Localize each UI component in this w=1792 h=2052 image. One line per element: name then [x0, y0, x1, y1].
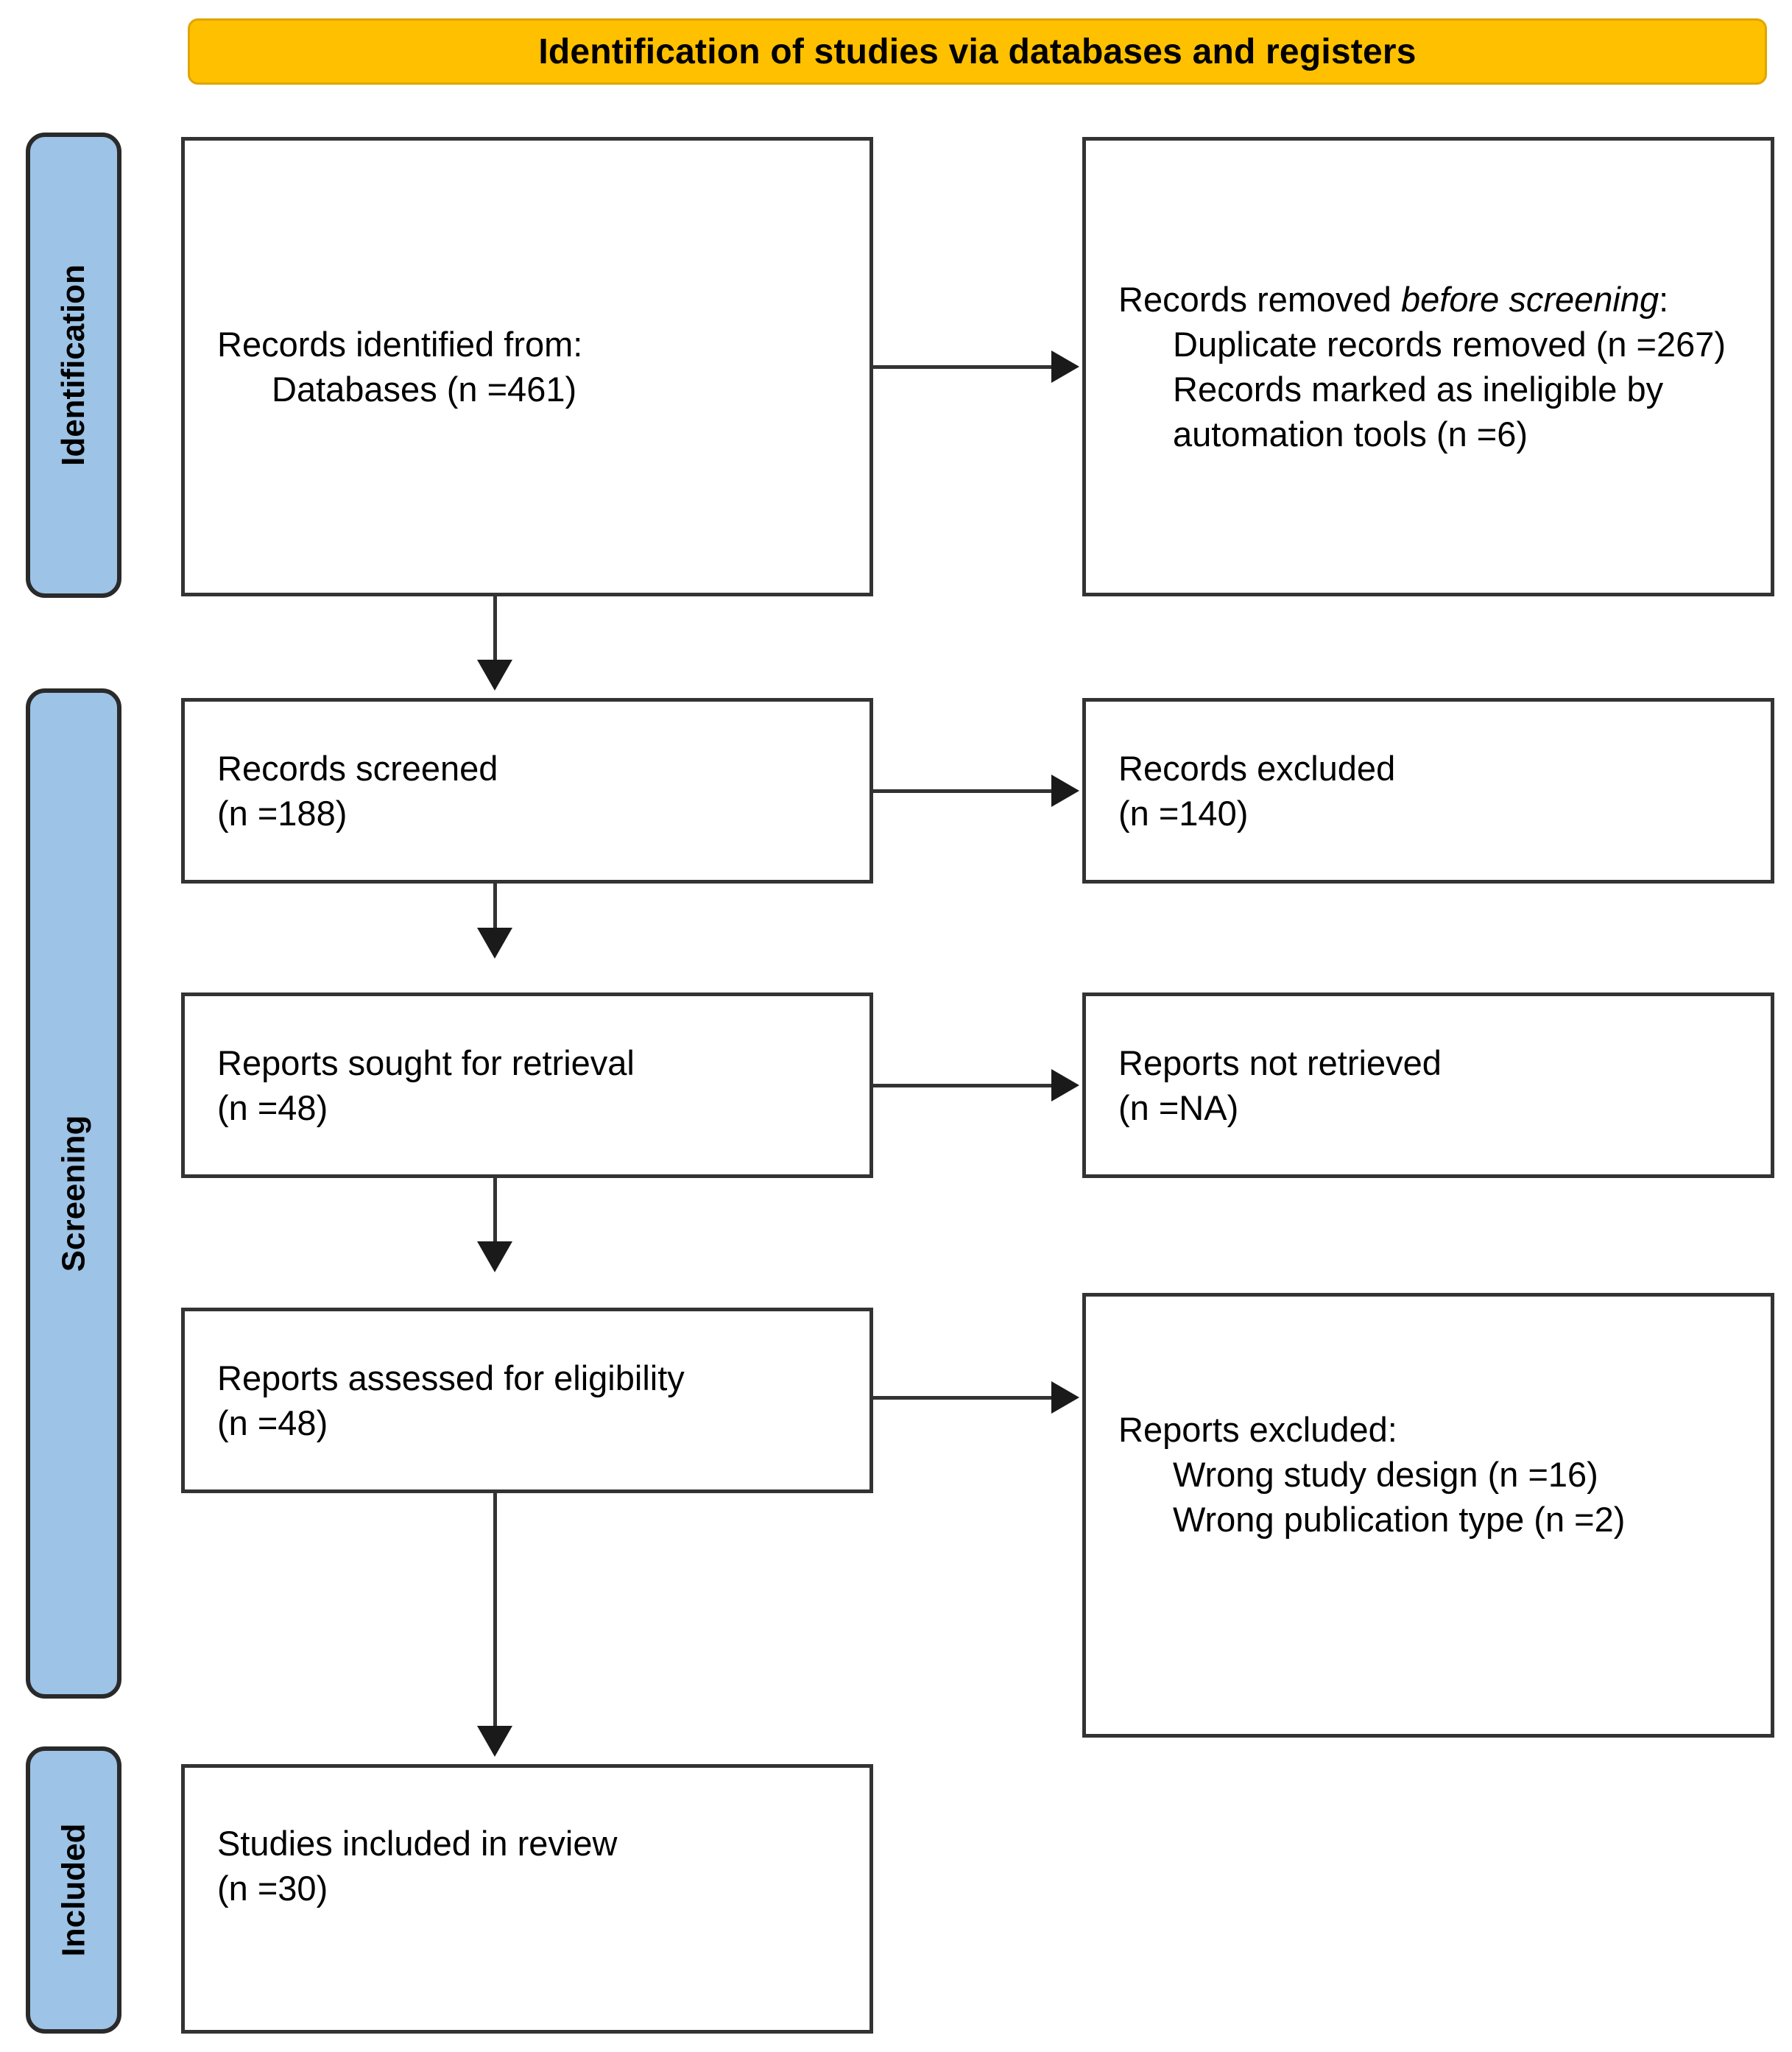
reports-assessed-line1: Reports assessed for eligibility [217, 1358, 685, 1397]
records-screened-line2: (n =188) [217, 794, 348, 833]
node-reports-not-retrieved: Reports not retrieved (n =NA) [1082, 992, 1774, 1178]
records-removed-item-automation: Records marked as ineligible by automati… [1173, 370, 1664, 454]
connector-identified-to-screened-line [493, 596, 497, 661]
connector-screened-to-sought-line [493, 884, 497, 929]
node-records-excluded-text: Records excluded (n =140) [1118, 746, 1750, 836]
connector-screened-to-excluded-arrowhead [1051, 775, 1079, 807]
connector-assessed-to-included-line [493, 1493, 497, 1727]
records-removed-heading: Records removed before screening: [1118, 277, 1750, 322]
node-records-identified: Records identified from: Databases (n =4… [181, 137, 873, 596]
reports-excluded-item-wrong-pubtype: Wrong publication type (n =2) [1173, 1500, 1626, 1540]
node-records-removed-text: Records removed before screening: Duplic… [1118, 277, 1750, 456]
records-removed-italic-screening: screening [1509, 279, 1659, 319]
connector-assessed-to-reports-excluded-line [873, 1396, 1054, 1400]
connector-identified-to-removed-line [873, 365, 1054, 369]
reports-assessed-line2: (n =48) [217, 1403, 328, 1442]
reports-excluded-heading: Reports excluded: [1118, 1410, 1397, 1449]
connector-sought-to-assessed-line [493, 1178, 497, 1243]
stage-bar-screening: Screening [26, 688, 121, 1699]
connector-sought-to-not-retrieved-line [873, 1084, 1054, 1087]
reports-sought-line1: Reports sought for retrieval [217, 1043, 635, 1082]
connector-screened-to-sought-arrowhead [477, 928, 512, 959]
studies-included-line1: Studies included in review [217, 1824, 618, 1863]
node-records-screened-text: Records screened (n =188) [217, 746, 849, 836]
reports-not-retrieved-line2: (n =NA) [1118, 1088, 1239, 1127]
connector-sought-to-not-retrieved-arrowhead [1051, 1069, 1079, 1101]
reports-excluded-item-wrong-design: Wrong study design (n =16) [1173, 1455, 1598, 1495]
node-reports-sought-text: Reports sought for retrieval (n =48) [217, 1040, 849, 1130]
node-reports-sought-for-retrieval: Reports sought for retrieval (n =48) [181, 992, 873, 1178]
node-records-identified-text: Records identified from: Databases (n =4… [217, 322, 849, 412]
node-reports-assessed-text: Reports assessed for eligibility (n =48) [217, 1355, 849, 1445]
stage-label-included: Included [55, 1823, 91, 1957]
node-records-screened: Records screened (n =188) [181, 698, 873, 884]
records-screened-line1: Records screened [217, 748, 498, 788]
records-excluded-line1: Records excluded [1118, 748, 1396, 788]
records-identified-line2: Databases (n =461) [272, 370, 577, 409]
reports-sought-line2: (n =48) [217, 1088, 328, 1127]
stage-label-identification: Identification [55, 264, 91, 466]
diagram-title: Identification of studies via databases … [538, 32, 1417, 71]
records-removed-prefix: Records removed [1118, 279, 1401, 319]
stage-bar-included: Included [26, 1746, 121, 2034]
connector-identified-to-screened-arrowhead [477, 660, 512, 691]
connector-assessed-to-included-arrowhead [477, 1726, 512, 1757]
node-reports-not-retrieved-text: Reports not retrieved (n =NA) [1118, 1040, 1750, 1130]
stage-label-screening: Screening [55, 1115, 91, 1272]
connector-sought-to-assessed-arrowhead [477, 1241, 512, 1272]
records-removed-colon: : [1659, 279, 1669, 319]
stage-bar-identification: Identification [26, 133, 121, 598]
records-removed-italic-before: before [1401, 279, 1500, 319]
node-reports-excluded: Reports excluded: Wrong study design (n … [1082, 1293, 1774, 1738]
node-studies-included-text: Studies included in review (n =30) [217, 1821, 849, 1911]
connector-screened-to-excluded-line [873, 789, 1054, 793]
records-excluded-line2: (n =140) [1118, 794, 1249, 833]
node-studies-included-in-review: Studies included in review (n =30) [181, 1764, 873, 2034]
connector-assessed-to-reports-excluded-arrowhead [1051, 1381, 1079, 1414]
node-records-removed-before-screening: Records removed before screening: Duplic… [1082, 137, 1774, 596]
records-identified-line1: Records identified from: [217, 324, 583, 364]
reports-not-retrieved-line1: Reports not retrieved [1118, 1043, 1442, 1082]
connector-identified-to-removed-arrowhead [1051, 350, 1079, 383]
records-removed-item-duplicates: Duplicate records removed (n =267) [1173, 324, 1726, 364]
node-reports-assessed-for-eligibility: Reports assessed for eligibility (n =48) [181, 1308, 873, 1493]
node-reports-excluded-text: Reports excluded: Wrong study design (n … [1118, 1407, 1750, 1542]
studies-included-line2: (n =30) [217, 1869, 328, 1908]
node-records-excluded: Records excluded (n =140) [1082, 698, 1774, 884]
diagram-header-banner: Identification of studies via databases … [188, 18, 1767, 85]
